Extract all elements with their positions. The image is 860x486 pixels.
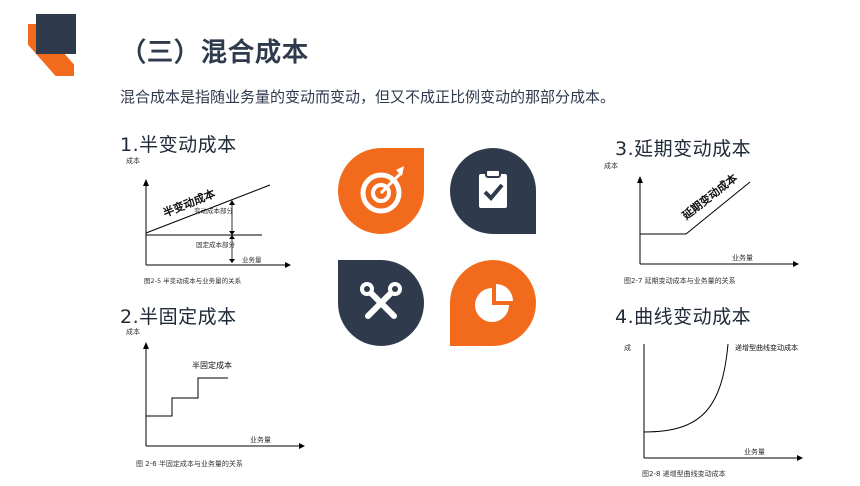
axis-y-label: 成: [624, 343, 631, 352]
pie-chart-icon: [475, 284, 513, 322]
figure-caption: 图2-7 延期变动成本与业务量的关系: [624, 276, 736, 285]
corner-dark-shape: [36, 14, 76, 54]
clipboard-check-icon: [479, 169, 507, 208]
axis-y-label: 成本: [126, 327, 140, 336]
page-subtitle: 混合成本是指随业务量的变动而变动，但又不成正比例变动的那部分成本。: [120, 88, 616, 106]
pie-tile: [448, 258, 538, 348]
clipboard-tile: [448, 146, 538, 236]
section-heading-4: 4.曲线变动成本: [615, 306, 752, 328]
axis-y-label: 成本: [604, 161, 618, 170]
target-tile: [336, 146, 426, 236]
figure-caption: 图2-8 递增型曲线变动成本: [642, 469, 726, 478]
line-label: 半固定成本: [192, 360, 232, 370]
section-heading-2: 2.半固定成本: [120, 306, 237, 328]
axis-y-label: 成本: [126, 156, 140, 165]
page-title: （三）混合成本: [120, 38, 310, 68]
axis-x-label: 业务量: [744, 447, 765, 456]
axis-x-label: 业务量: [242, 255, 262, 264]
fixed-part-label: 固定成本部分: [196, 240, 236, 249]
figure-semi-variable-cost: 成本 半变动成本 变动成本部分 固定成本部分 业务量 图2-5 半变动成本与业务…: [120, 155, 300, 290]
tools-icon: [365, 287, 397, 319]
axis-x-label: 业务量: [732, 253, 753, 262]
tools-tile: [336, 258, 426, 348]
figure-caption: 图2-5 半变动成本与业务量的关系: [144, 276, 242, 285]
line-label: 递增型曲线变动成本: [735, 343, 798, 352]
variable-part-label: 变动成本部分: [194, 206, 234, 215]
axis-x-label: 业务量: [250, 435, 271, 444]
section-heading-3: 3.延期变动成本: [615, 138, 752, 160]
figure-semi-fixed-cost: 成本 半固定成本 业务量 图 2-6 半固定成本与业务量的关系: [120, 326, 320, 476]
target-icon: [360, 166, 404, 214]
figure-curvilinear-variable-cost: 成 递增型曲线变动成本 业务量 图2-8 递增型曲线变动成本: [620, 336, 830, 482]
figure-caption: 图 2-6 半固定成本与业务量的关系: [136, 459, 243, 468]
section-heading-1: 1.半变动成本: [120, 134, 237, 156]
figure-delayed-variable-cost: 成本 延期变动成本 业务量 图2-7 延期变动成本与业务量的关系: [600, 160, 810, 290]
